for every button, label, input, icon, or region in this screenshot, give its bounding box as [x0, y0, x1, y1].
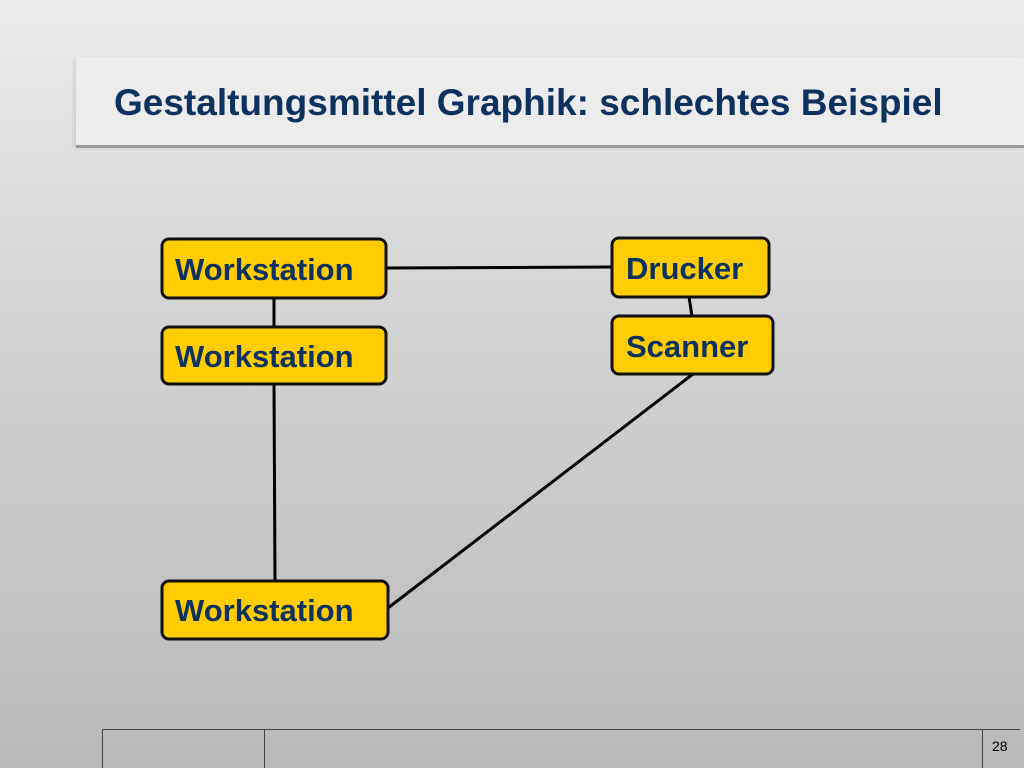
- title-bar: [76, 57, 1024, 145]
- node-workstation-1-label: Workstation: [175, 252, 354, 287]
- page-number: 28: [992, 738, 1008, 754]
- node-workstation-3-label: Workstation: [175, 593, 354, 628]
- edge-workstation2-workstation3: [272, 383, 277, 582]
- footer-table: [102, 729, 1020, 768]
- node-scanner-label: Scanner: [626, 329, 748, 364]
- node-drucker: Drucker: [610, 236, 771, 299]
- node-drucker-label: Drucker: [626, 251, 743, 286]
- footer-cell-3: [982, 730, 983, 768]
- edge-scanner-workstation3: [387, 372, 694, 610]
- edge-workstation1-drucker: [385, 265, 613, 270]
- footer-cell-1: [102, 730, 103, 768]
- node-workstation-1: Workstation: [160, 237, 388, 300]
- footer-cell-2: [264, 730, 265, 768]
- edge-drucker-scanner: [687, 296, 694, 317]
- node-workstation-2: Workstation: [160, 325, 388, 386]
- slide-title: Gestaltungsmittel Graphik: schlechtes Be…: [114, 82, 943, 123]
- node-workstation-2-label: Workstation: [175, 339, 354, 374]
- node-scanner: Scanner: [610, 314, 775, 376]
- title-divider: [76, 145, 1024, 148]
- node-workstation-3: Workstation: [160, 579, 390, 641]
